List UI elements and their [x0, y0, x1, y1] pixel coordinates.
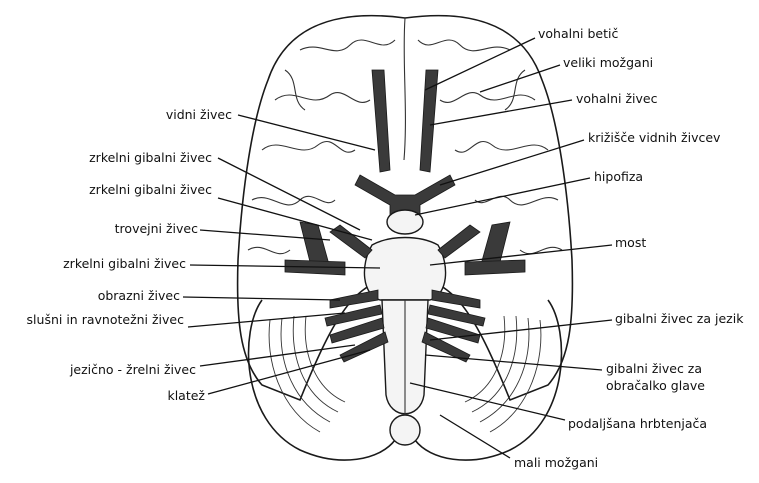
label-olfactory-nerve: vohalni živec [576, 91, 658, 106]
label-optic-chiasm: križišče vidnih živcev [588, 130, 721, 145]
label-accessory-nerve-line2: obračalko glave [606, 378, 705, 393]
optic-chiasm [355, 175, 455, 215]
label-oculomotor-nerve-3: zrkelni gibalni živec [63, 256, 186, 271]
spinal-cord-section [390, 415, 420, 445]
label-pons: most [615, 235, 646, 250]
pituitary [387, 210, 423, 234]
label-olfactory-bulb: vohalni betič [538, 26, 618, 41]
label-hypoglossal-nerve: gibalni živec za jezik [615, 311, 744, 326]
cranial-nerves-left [285, 222, 388, 362]
label-trigeminal-nerve: trovejni živec [115, 221, 198, 236]
label-vestibulocochlear-nerve: slušni in ravnotežni živec [27, 312, 185, 327]
label-oculomotor-nerve-1: zrkelni gibalni živec [89, 150, 212, 165]
olfactory-tract-left [372, 70, 390, 172]
label-optic-nerve: vidni živec [166, 107, 232, 122]
label-cerebrum: veliki možgani [563, 55, 653, 70]
label-medulla: podaljšana hrbtenjača [568, 416, 707, 431]
label-vagus-nerve: klatež [167, 388, 205, 403]
cranial-nerves-right [422, 222, 525, 362]
label-pituitary: hipofiza [594, 169, 643, 184]
label-facial-nerve: obrazni živec [98, 288, 180, 303]
label-glossopharyngeal-nerve: jezično - žrelni živec [69, 362, 196, 377]
label-oculomotor-nerve-2: zrkelni gibalni živec [89, 182, 212, 197]
label-accessory-nerve-line1: gibalni živec za [606, 361, 702, 376]
label-cerebellum: mali možgani [514, 455, 598, 470]
